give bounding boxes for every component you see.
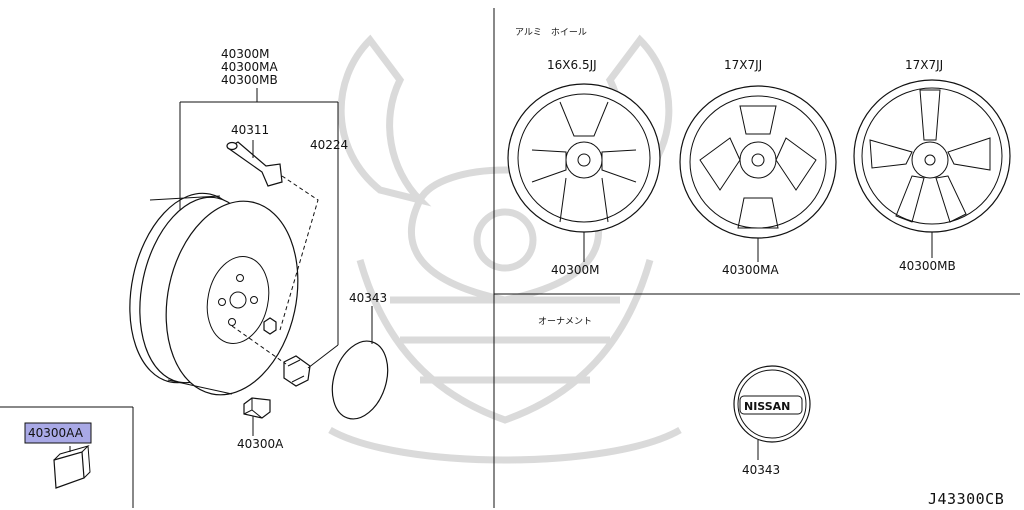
wheel2-size: 17X7JJ [724,58,762,72]
wheel-assy-label-3: 40300MB [221,73,278,87]
wheel1-part: 40300M [551,263,600,277]
nut-label: 40224 [310,138,348,152]
alloy-wheel-heading: アルミ ホイール [515,27,587,38]
alloy-wheel-1 [507,83,661,233]
balance-weight-label: 40300A [237,437,284,451]
steel-wheel [129,192,299,396]
kit-label-highlight [24,422,92,444]
kit-part [53,444,91,489]
alloy-wheel-3 [853,79,1011,233]
wheel2-part: 40300MA [722,263,780,277]
ornament-cap [733,365,811,443]
balance-weight [243,397,271,419]
wheel-assy-label-1: 40300M [221,47,270,61]
lug-nut [283,355,311,387]
diagram-code: J43300CB [928,490,1004,508]
wheel-hub-nut [263,317,277,335]
ornament-part: 40343 [742,463,780,477]
wheel3-part: 40300MB [899,259,956,273]
ornament-heading: オーナメント [538,316,592,327]
wheel-assy-label-2: 40300MA [221,60,279,74]
ornament-logo-text: NISSAN [744,400,790,413]
alloy-wheel-2 [679,85,837,239]
valve-stem [226,141,283,187]
kit-label: 40300AA [28,426,84,440]
cap-left-label: 40343 [349,291,387,305]
valve-label: 40311 [231,123,269,137]
wheel3-size: 17X7JJ [905,58,943,72]
watermark-logo [328,34,682,464]
wheel1-size: 16X6.5JJ [547,58,597,72]
leader-lines [69,88,933,460]
